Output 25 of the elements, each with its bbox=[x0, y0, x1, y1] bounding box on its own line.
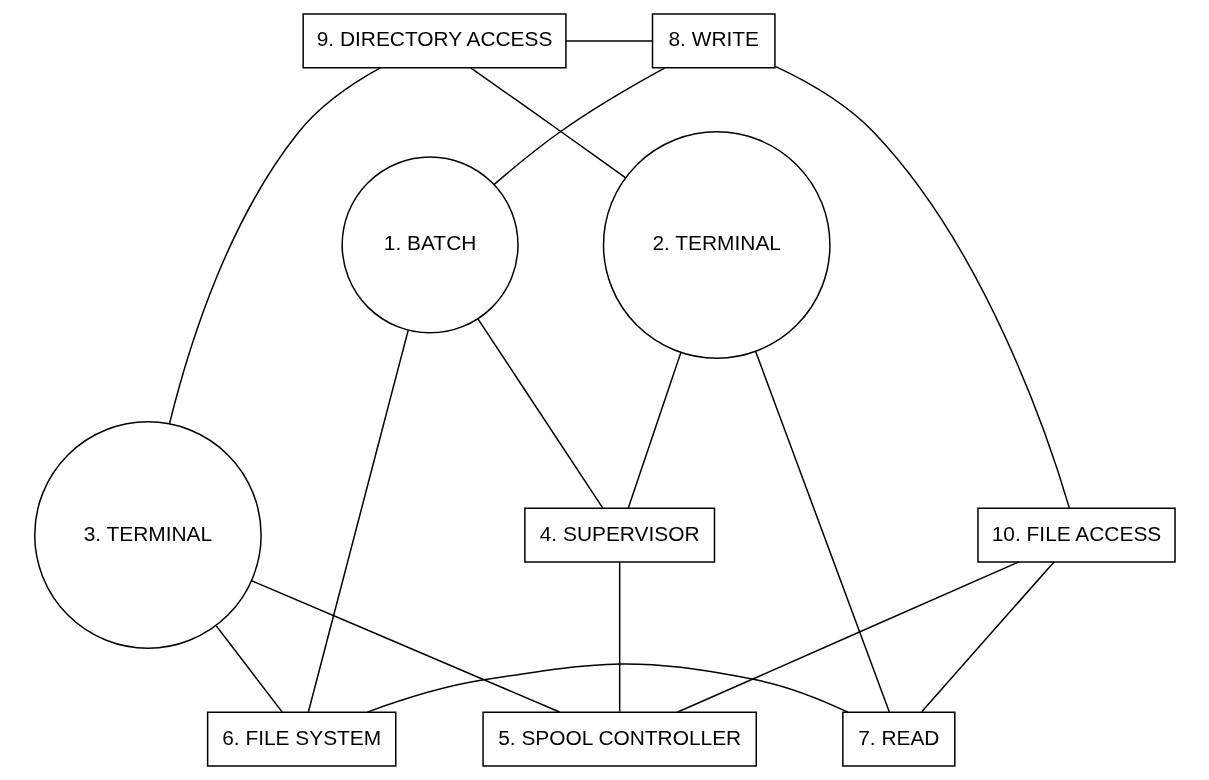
node-box: 6. FILE SYSTEM bbox=[206, 711, 396, 767]
node-box: 4. SUPERVISOR bbox=[523, 507, 715, 563]
connector bbox=[366, 663, 849, 713]
node-circle: 1. BATCH bbox=[340, 156, 519, 334]
node-circle: 3. TERMINAL bbox=[33, 421, 262, 649]
connector bbox=[307, 329, 409, 713]
connector bbox=[627, 351, 682, 509]
connector bbox=[476, 318, 604, 509]
node-box: 10. FILE ACCESS bbox=[976, 507, 1176, 563]
connector bbox=[773, 65, 1070, 509]
connector bbox=[676, 561, 1019, 713]
node-box: 9. DIRECTORY ACCESS bbox=[301, 13, 567, 69]
connector bbox=[564, 40, 653, 42]
node-box: 8. WRITE bbox=[651, 13, 776, 69]
node-box: 7. READ bbox=[841, 711, 956, 767]
connector bbox=[215, 625, 283, 713]
connector bbox=[754, 350, 890, 713]
connector bbox=[168, 67, 381, 425]
node-box: 5. SPOOL CONTROLLER bbox=[481, 711, 757, 767]
connector bbox=[469, 67, 626, 179]
connector bbox=[250, 579, 560, 713]
connector bbox=[493, 67, 665, 186]
connector bbox=[618, 561, 620, 713]
connector bbox=[920, 561, 1055, 713]
node-circle: 2. TERMINAL bbox=[602, 131, 831, 359]
